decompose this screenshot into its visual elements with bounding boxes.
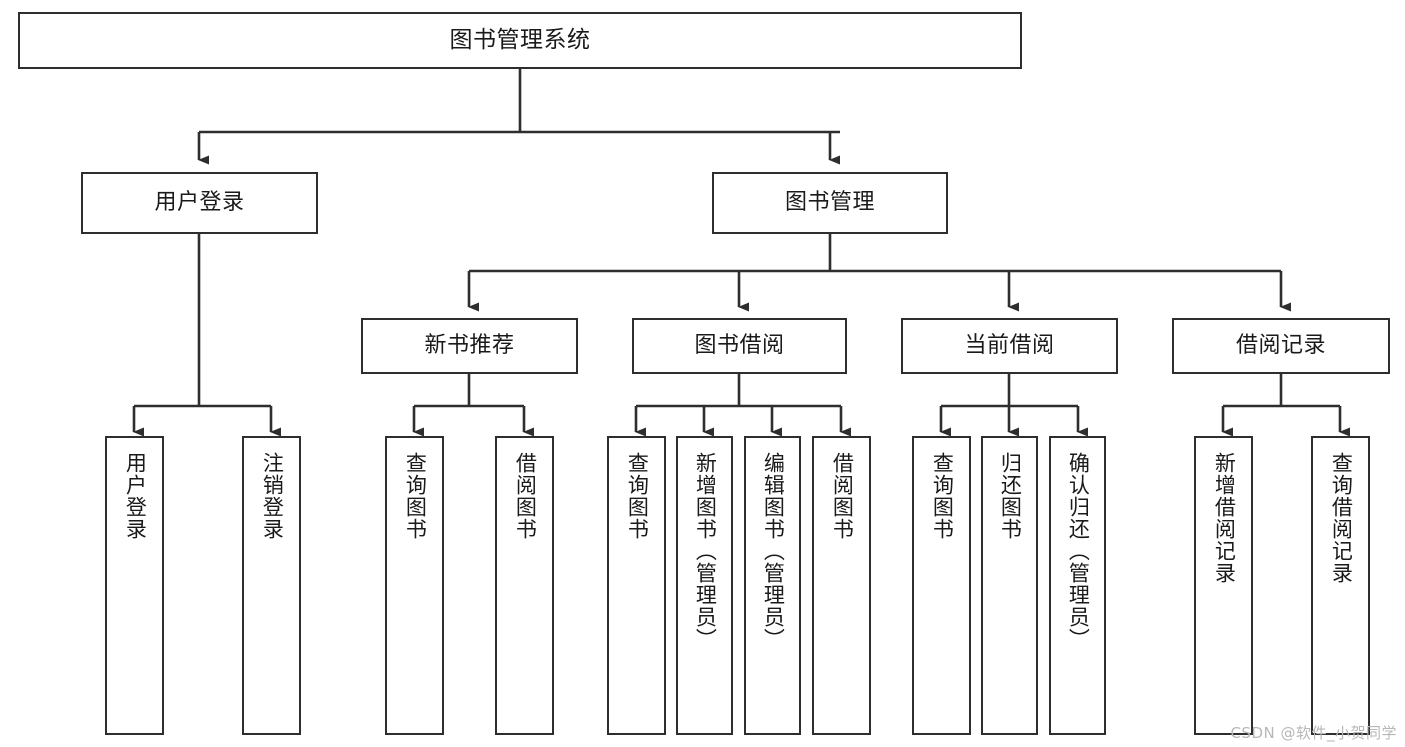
node-label: 借阅图书 xyxy=(830,452,855,540)
node-label: 新增图书（管理员） xyxy=(693,452,718,650)
node-book-borrow[interactable]: 图书借阅 xyxy=(632,318,847,374)
node-current-borrow[interactable]: 当前借阅 xyxy=(901,318,1118,374)
leaf-current-borrow-confirm-return[interactable]: 确认归还（管理员） xyxy=(1049,436,1106,735)
node-label: 新书推荐 xyxy=(424,333,515,359)
leaf-current-borrow-query[interactable]: 查询图书 xyxy=(912,436,971,735)
leaf-current-borrow-return[interactable]: 归还图书 xyxy=(981,436,1038,735)
node-borrow-record[interactable]: 借阅记录 xyxy=(1172,318,1390,374)
leaf-borrow-record-add[interactable]: 新增借阅记录 xyxy=(1194,436,1253,735)
node-label: 新增借阅记录 xyxy=(1212,452,1237,584)
node-label: 查询图书 xyxy=(930,452,955,540)
leaf-new-book-query[interactable]: 查询图书 xyxy=(385,436,444,735)
leaf-new-book-borrow[interactable]: 借阅图书 xyxy=(495,436,554,735)
leaf-book-borrow-add[interactable]: 新增图书（管理员） xyxy=(676,436,733,735)
leaf-book-borrow-query[interactable]: 查询图书 xyxy=(607,436,666,735)
node-label: 查询借阅记录 xyxy=(1329,452,1354,584)
node-user-login[interactable]: 用户登录 xyxy=(81,172,318,234)
node-new-book-recommend[interactable]: 新书推荐 xyxy=(361,318,578,374)
node-label: 用户登录 xyxy=(123,452,148,540)
node-book-management[interactable]: 图书管理 xyxy=(712,172,948,234)
leaf-book-borrow-edit[interactable]: 编辑图书（管理员） xyxy=(744,436,801,735)
node-label: 确认归还（管理员） xyxy=(1066,452,1091,650)
node-label: 借阅图书 xyxy=(513,452,538,540)
node-label: 查询图书 xyxy=(625,452,650,540)
leaf-user-login-signout[interactable]: 注销登录 xyxy=(242,436,301,735)
leaf-book-borrow-borrow[interactable]: 借阅图书 xyxy=(812,436,871,735)
node-label: 查询图书 xyxy=(403,452,428,540)
node-label: 用户登录 xyxy=(154,190,245,216)
node-label: 借阅记录 xyxy=(1235,333,1326,359)
node-label: 图书管理系统 xyxy=(449,26,591,53)
csdn-watermark: CSDN @软件_小贺同学 xyxy=(1230,724,1397,742)
node-label: 当前借阅 xyxy=(964,333,1055,359)
node-label: 图书管理 xyxy=(784,190,875,216)
leaf-user-login-signin[interactable]: 用户登录 xyxy=(105,436,164,735)
node-label: 注销登录 xyxy=(260,452,285,540)
leaf-borrow-record-query[interactable]: 查询借阅记录 xyxy=(1311,436,1370,735)
node-label: 图书借阅 xyxy=(694,333,785,359)
node-root-system[interactable]: 图书管理系统 xyxy=(18,12,1022,69)
node-label: 编辑图书（管理员） xyxy=(761,452,786,650)
node-label: 归还图书 xyxy=(998,452,1023,540)
